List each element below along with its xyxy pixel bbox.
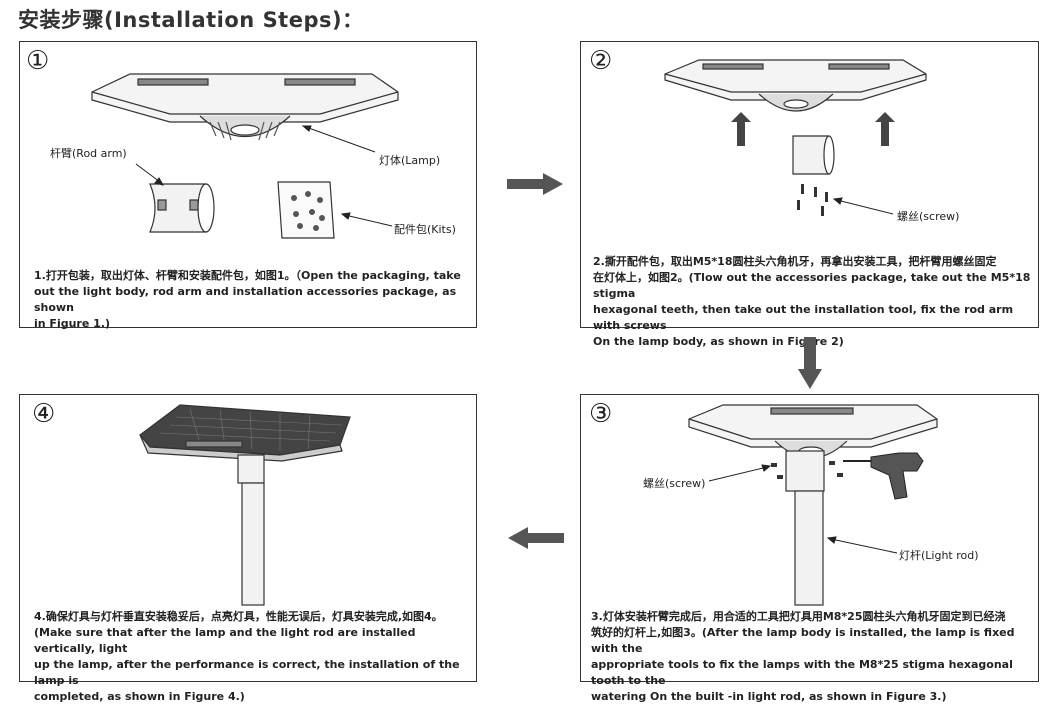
step-4-illustration — [139, 404, 351, 606]
lamp-label: 灯体(Lamp) — [379, 154, 441, 167]
page-title: 安装步骤(Installation Steps)： — [18, 8, 364, 32]
screw-label: 螺丝(screw) — [643, 477, 706, 490]
rod-arm-part — [792, 135, 835, 175]
step-2-panel: ② 螺丝(screw) 2.撕开配件包，取出M5*18圆柱头六角机牙，再拿出安装… — [580, 41, 1039, 348]
step-1-description: 1.打开包装，取出灯体、杆臂和安装配件包，如图1。（Open the packa… — [34, 269, 461, 330]
step-2-illustration — [664, 59, 927, 216]
step-4-description: 4.确保灯具与灯杆垂直安装稳妥后，点亮灯具，性能无误后，灯具安装完成,如图4。 … — [34, 610, 460, 703]
rod-arm-label: 杆臂(Rod arm) — [50, 147, 127, 160]
kits-label: 配件包(Kits) — [394, 223, 456, 236]
step-1-number: ① — [26, 46, 50, 76]
step-1-illustration — [91, 73, 399, 239]
kits-part — [277, 181, 335, 239]
step-3-panel: ③ 螺丝(screw) 灯杆(Light rod) 3.灯体安装杆臂完成后，用合… — [580, 394, 1039, 703]
step-4-number: ④ — [32, 399, 56, 429]
arrow-down-icon — [798, 337, 822, 389]
screw-label: 螺丝(screw) — [897, 210, 960, 223]
step-2-description: 2.撕开配件包，取出M5*18圆柱头六角机牙，再拿出安装工具，把杆臂用螺丝固定 … — [593, 255, 1031, 348]
step-3-description: 3.灯体安装杆臂完成后，用合适的工具把灯具用M8*25圆柱头六角机牙固定到已经浇… — [591, 610, 1015, 703]
step-3-illustration — [688, 404, 938, 606]
step-3-number: ③ — [589, 399, 613, 429]
light-rod-label: 灯杆(Light rod) — [899, 549, 979, 562]
step-2-number: ② — [589, 46, 613, 76]
arrow-right-icon — [507, 173, 563, 195]
rod-arm-part — [149, 183, 215, 233]
screws-part — [797, 184, 828, 216]
light-rod-part — [237, 454, 265, 606]
step-1-panel: ① — [19, 41, 477, 330]
arrow-left-icon — [508, 527, 564, 549]
light-rod-part — [785, 450, 825, 606]
screws-part — [771, 461, 843, 479]
step-4-panel: ④ 4.确保灯具与灯杆垂直安装稳妥后，点亮灯具，性能无误后，灯具安装完成,如图4… — [19, 394, 477, 703]
drill-icon — [843, 452, 924, 500]
